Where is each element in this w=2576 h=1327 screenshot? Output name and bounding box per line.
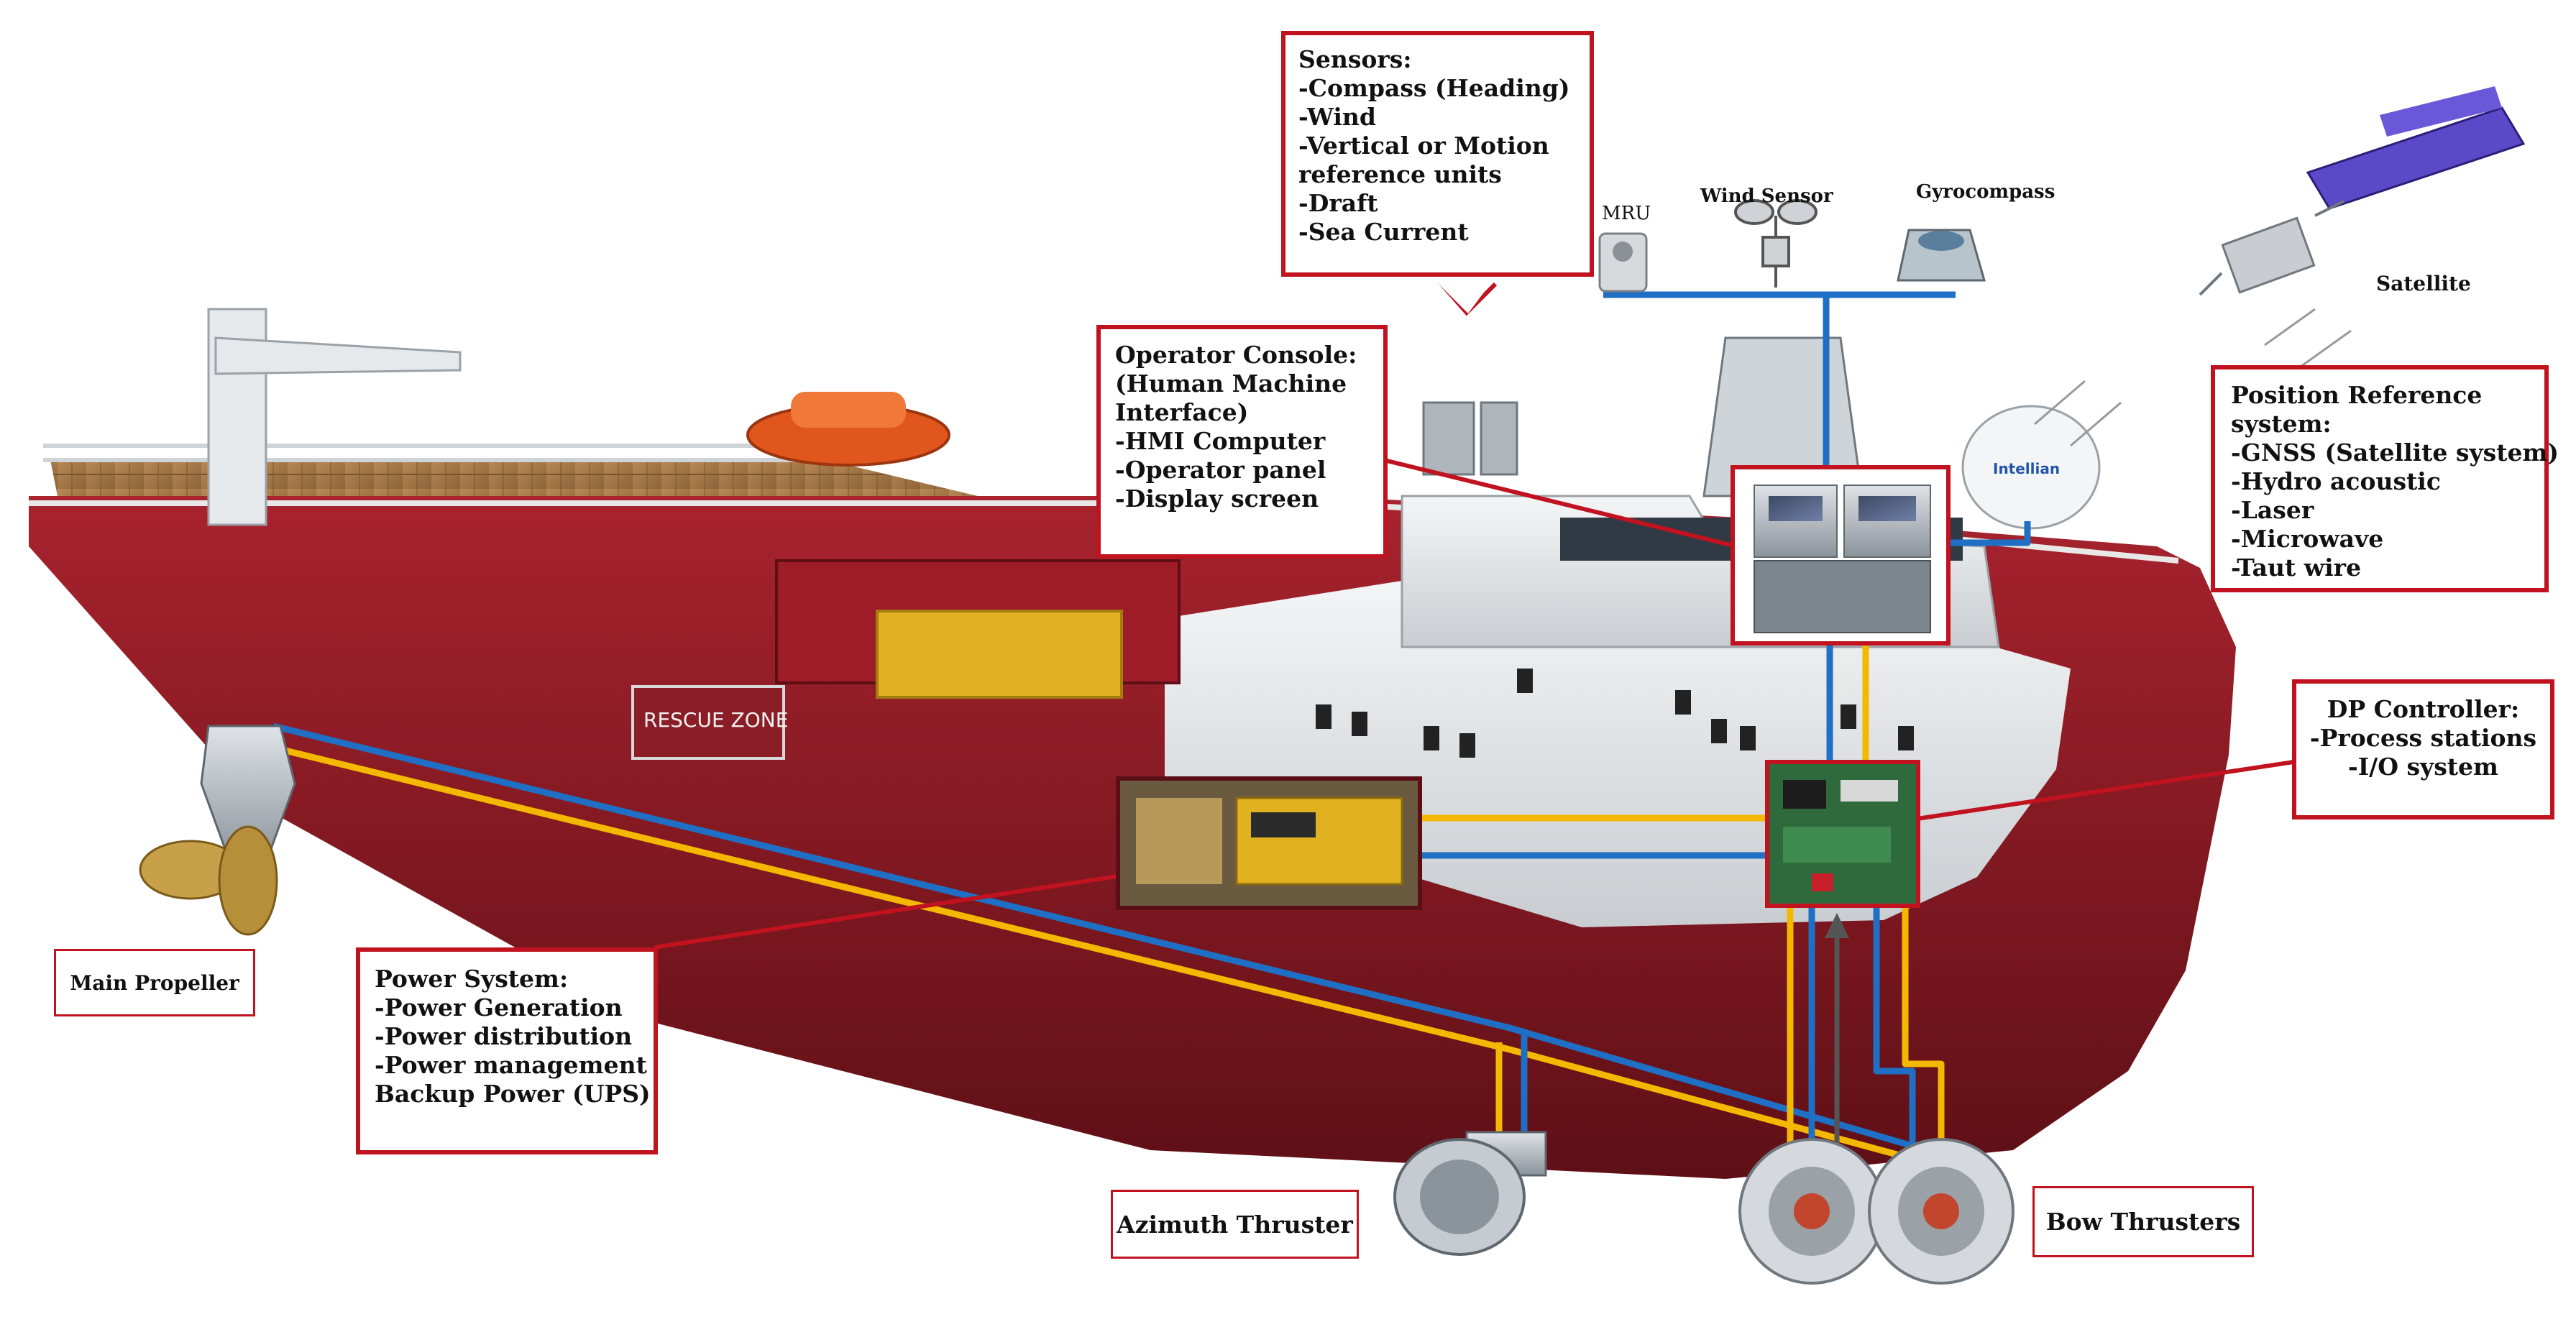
- satellite-dome: [1961, 405, 2101, 530]
- feedback-arrow-head: [1825, 913, 1849, 938]
- lifeboat-canopy: [791, 392, 906, 428]
- sensors-title: Sensors:: [1298, 45, 1412, 73]
- yellow-container: [876, 610, 1123, 699]
- power-item: -Power management: [375, 1051, 647, 1079]
- position-item: system:: [2231, 410, 2332, 438]
- satellite-label: Satellite: [2376, 272, 2471, 295]
- rescue-zone-panel: [631, 685, 785, 760]
- position-item: -Laser: [2231, 496, 2314, 524]
- operator-console-callout: Operator Console: (Human Machine Interfa…: [1096, 325, 1388, 559]
- dp-item: -I/O system: [2348, 753, 2498, 781]
- rescue-zone-label: RESCUE ZONE: [643, 708, 789, 732]
- position-item: -Microwave: [2231, 525, 2384, 553]
- console-to-antenna-line: [1941, 521, 2031, 546]
- position-reference-callout: Position Reference system: -GNSS (Satell…: [2211, 365, 2559, 592]
- sensors-item: -Vertical or Motion: [1298, 132, 1549, 160]
- main-propeller-label: Main Propeller: [70, 970, 239, 995]
- wind-sensor-label: Wind Sensor: [1700, 185, 1833, 207]
- bow-thrusters-label-box: Bow Thrusters: [2032, 1186, 2254, 1257]
- power-item: -Power Generation: [375, 993, 623, 1021]
- aft-deck-railing: [43, 444, 827, 462]
- intellian-label: Intellian: [1993, 460, 2061, 477]
- power-item: Backup Power (UPS): [375, 1080, 651, 1108]
- gyrocompass-device: [1897, 229, 1986, 282]
- satellite-device: [2199, 86, 2526, 296]
- power-title: Power System:: [375, 965, 569, 993]
- operator-item: -Operator panel: [1115, 456, 1326, 484]
- position-title: Position Reference: [2231, 381, 2483, 409]
- dp-item: -Process stations: [2309, 724, 2537, 752]
- sensors-item: -Draft: [1298, 189, 1378, 217]
- operator-title: Operator Console:: [1115, 341, 1357, 369]
- sensors-callout-tail: [1431, 276, 1494, 313]
- mru-label: MRU: [1602, 203, 1651, 224]
- mru-device: [1598, 232, 1648, 293]
- operator-item: Interface): [1115, 398, 1249, 426]
- operator-console-photo: [1731, 465, 1951, 646]
- dp-bow-line-3: [1873, 906, 1916, 1157]
- operator-item: -Display screen: [1115, 485, 1319, 513]
- operator-item: -HMI Computer: [1115, 427, 1326, 455]
- azimuth-thruster-label-box: Azimuth Thruster: [1111, 1190, 1359, 1259]
- aft-deck: [50, 460, 978, 496]
- operator-item: (Human Machine: [1115, 369, 1347, 398]
- main-propeller-device: [139, 725, 296, 936]
- dp-bow-line-4: [1902, 906, 1945, 1157]
- dp-title: DP Controller:: [2327, 695, 2520, 723]
- position-item: -GNSS (Satellite system): [2231, 438, 2559, 467]
- exhaust-pipes: [1422, 401, 1518, 476]
- position-item: -Taut wire: [2231, 554, 2362, 582]
- crane-arm: [214, 336, 462, 375]
- bow-thrusters-label: Bow Thrusters: [2045, 1208, 2241, 1236]
- sensors-item: -Compass (Heading): [1298, 74, 1570, 102]
- sensors-callout: Sensors: -Compass (Heading) -Wind -Verti…: [1281, 31, 1594, 277]
- dp-controller-photo: [1765, 760, 1920, 908]
- azimuth-thruster-label: Azimuth Thruster: [1117, 1210, 1353, 1239]
- azimuth-thruster-device: [1393, 1131, 1547, 1256]
- sensors-item: -Wind: [1298, 103, 1376, 131]
- sensor-bus-line: [1603, 291, 1956, 471]
- portholes: [1316, 669, 1914, 758]
- position-item: -Hydro acoustic: [2231, 467, 2441, 495]
- power-system-photo: [1116, 776, 1422, 910]
- power-item: -Power distribution: [375, 1022, 633, 1050]
- gyrocompass-label: Gyrocompass: [1916, 181, 2055, 203]
- sensors-item: reference units: [1298, 160, 1502, 188]
- dome-signal-arrows: [2034, 380, 2122, 447]
- main-propeller-label-box: Main Propeller: [54, 949, 255, 1016]
- bow-thruster-devices: [1738, 1138, 2014, 1285]
- wind-sensor-device: [1734, 199, 1818, 288]
- satellite-signal-arrows: [2264, 308, 2352, 368]
- dp-controller-callout: DP Controller: -Process stations -I/O sy…: [2292, 679, 2554, 819]
- sensors-item: -Sea Current: [1298, 218, 1469, 246]
- power-system-callout: Power System: -Power Generation -Power d…: [356, 947, 658, 1154]
